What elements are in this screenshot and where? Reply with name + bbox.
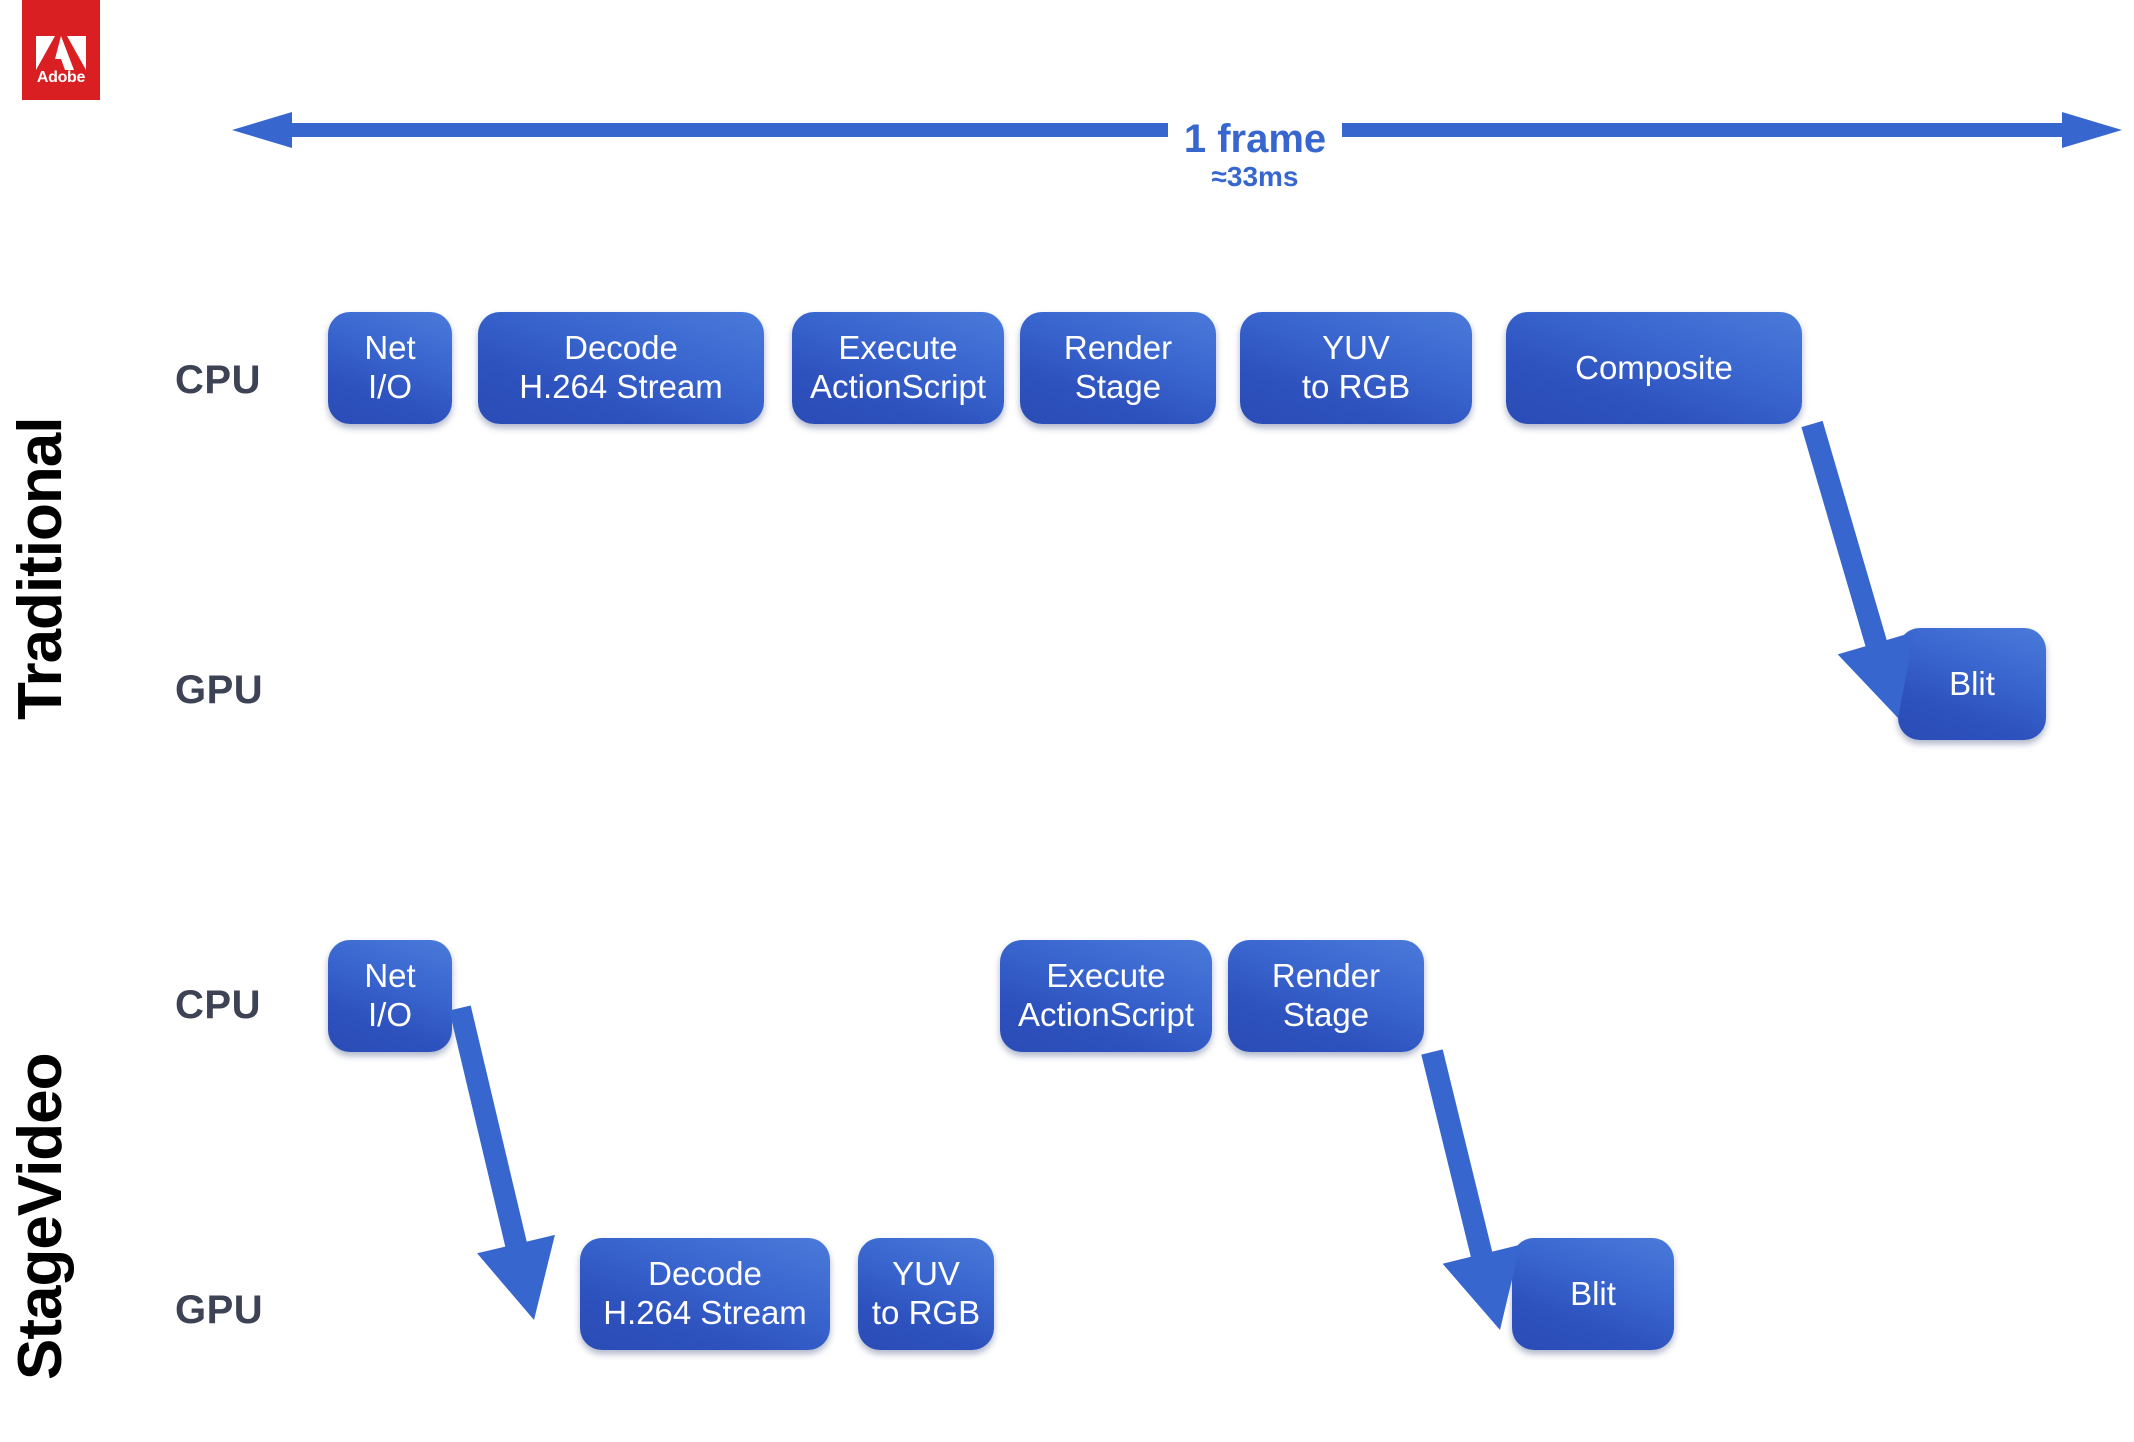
task-box-traditional-cpu-execute-actionscript[interactable]: Execute ActionScript [792,312,1004,424]
task-box-stagevideo-cpu-net-i-o[interactable]: Net I/O [328,940,452,1052]
task-box-traditional-cpu-composite[interactable]: Composite [1506,312,1802,424]
adobe-logo: Adobe [22,0,100,100]
frame-duration-arrow [232,112,2122,148]
task-box-traditional-cpu-net-i-o[interactable]: Net I/O [328,312,452,424]
task-box-stagevideo-gpu-yuv-to-rgb[interactable]: YUV to RGB [858,1238,994,1350]
adobe-wordmark: Adobe [36,69,86,86]
task-box-traditional-cpu-yuv-to-rgb[interactable]: YUV to RGB [1240,312,1472,424]
lane-label-stagevideo-cpu: CPU [175,983,261,1027]
lane-label-traditional-cpu: CPU [175,358,261,402]
task-box-stagevideo-gpu-decode-h-264-stream[interactable]: Decode H.264 Stream [580,1238,830,1350]
section-label-traditional: Traditional [6,417,75,720]
task-box-stagevideo-cpu-render-stage[interactable]: Render Stage [1228,940,1424,1052]
task-box-traditional-cpu-decode-h-264-stream[interactable]: Decode H.264 Stream [478,312,764,424]
adobe-a-icon [36,36,86,70]
lane-label-traditional-gpu: GPU [175,668,264,712]
section-label-stagevideo: StageVideo [6,1053,75,1380]
task-box-stagevideo-cpu-execute-actionscript[interactable]: Execute ActionScript [1000,940,1212,1052]
task-box-traditional-gpu-blit[interactable]: Blit [1898,628,2046,740]
task-box-traditional-cpu-render-stage[interactable]: Render Stage [1020,312,1216,424]
lane-label-stagevideo-gpu: GPU [175,1288,264,1332]
task-box-stagevideo-gpu-blit[interactable]: Blit [1512,1238,1674,1350]
frame-duration-subtitle: ≈33ms [1211,161,1299,192]
